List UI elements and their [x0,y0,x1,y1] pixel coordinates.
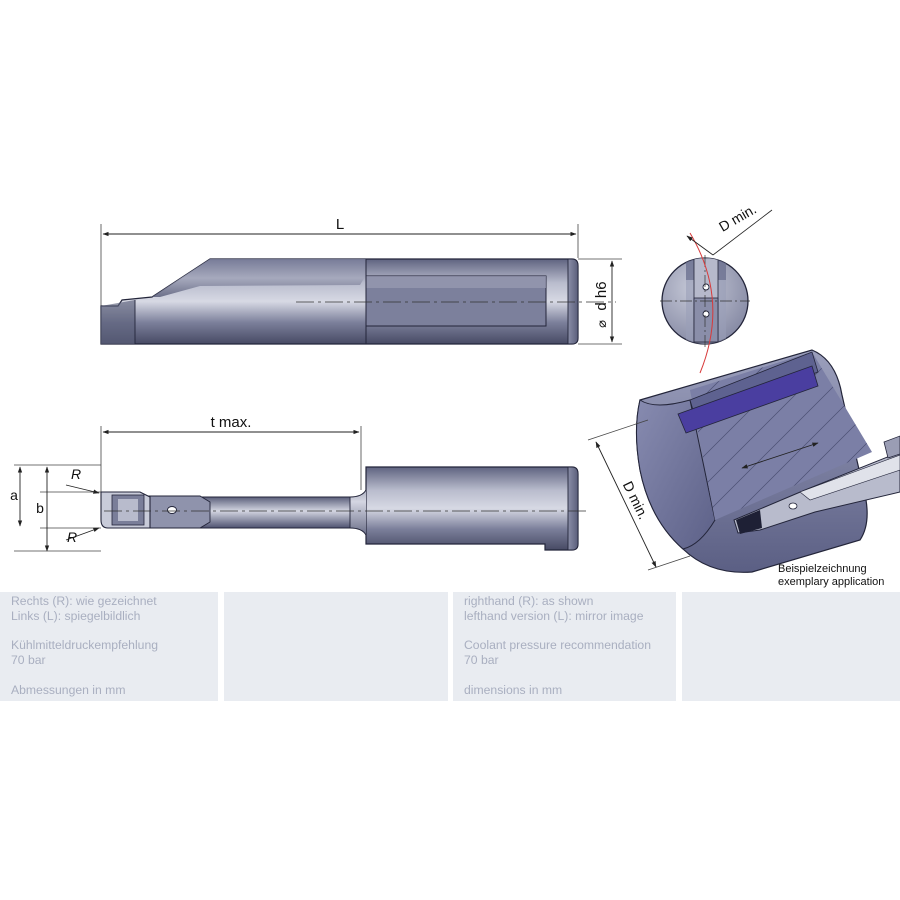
tool-neck [189,496,351,529]
coolant-slot [677,365,819,434]
tool-chamfer-face [152,259,366,297]
coolant-hole [167,506,177,514]
tool-end-view: D min. [660,201,773,374]
english-line-1: righthand (R): as shown [464,594,594,608]
dmin-top-label: D min. [716,201,759,235]
dmin-bottom-line [595,441,657,568]
tool-top-view: t max. a b R R [10,414,590,552]
info-panel-english: righthand (R): as shown lefthand version… [453,592,676,701]
german-line-3: Kühlmitteldruckempfehlung [11,638,159,652]
info-panel-empty-left [224,592,448,701]
dim-a-label: a [10,487,18,503]
tool-side-view: L ⌀ d h6 [100,216,622,345]
example-label-en: exemplary application [778,576,884,588]
german-line-1: Rechts (R): wie gezeichnet [11,594,157,608]
dim-tmax-label: t max. [211,414,252,431]
exemplary-application: D min. Beispielzeichnung exemplary appli… [587,349,900,588]
dim-L-label: L [336,216,344,233]
english-line-4: 70 bar [464,653,499,667]
german-line-5: Abmessungen in mm [11,683,126,697]
radius-top-label: R [71,466,81,482]
radius-bottom-label: R [67,529,77,545]
german-line-4: 70 bar [11,653,46,667]
example-label-de: Beispielzeichnung [778,563,867,575]
tool-shank-top [365,466,579,551]
dim-b-label: b [36,500,44,516]
dim-d-label: d h6 [593,281,610,310]
info-panel-german: Rechts (R): wie gezeichnet Links (L): sp… [0,592,218,701]
english-line-5: dimensions in mm [464,683,563,697]
german-line-2: Links (L): spiegelbildlich [11,609,141,623]
info-panel-empty-right [682,592,900,701]
dmin-reference-arc [689,232,714,374]
english-line-3: Coolant pressure recommendation [464,638,651,652]
english-line-2: lefthand version (L): mirror image [464,609,644,623]
dim-d-symbol: ⌀ [594,320,609,328]
